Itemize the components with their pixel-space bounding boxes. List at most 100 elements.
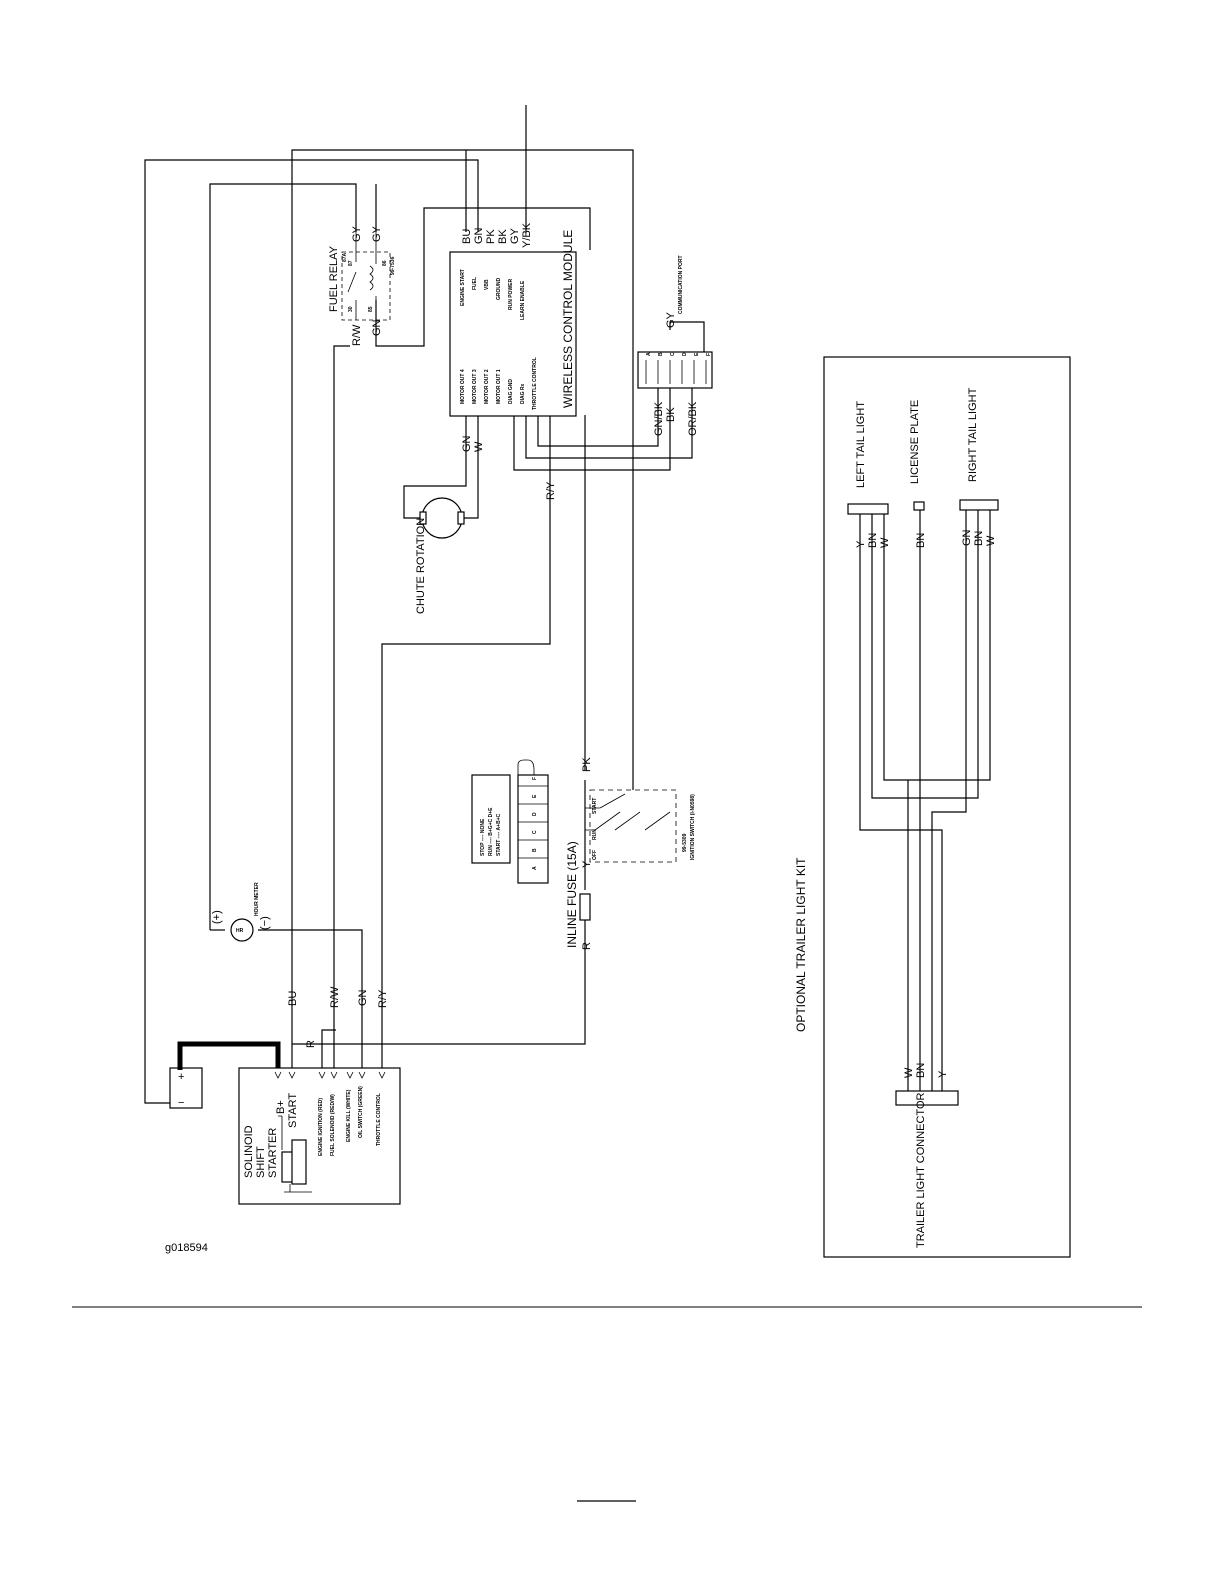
module-wire-gy: GY (509, 227, 521, 244)
module-pin-diag-rx: DIAG Rx (520, 384, 526, 405)
module-pin-diag-gnd: DIAG GND (508, 379, 514, 404)
engine-start: START (287, 1093, 299, 1128)
relay-wire-gn: GN (371, 319, 383, 336)
figure-id: g018594 (165, 1242, 208, 1254)
module-pin-motor-out-4: MOTOR OUT 4 (460, 369, 466, 404)
engine-terminal-throttle: THROTTLE CONTROL (376, 1093, 382, 1146)
terminal-arrow (318, 1071, 326, 1079)
engine-b-plus: B+ (275, 1100, 287, 1114)
engine-block: SOLINOID SHIFT STARTER B+ START ENGINE I… (238, 986, 401, 1205)
engine-terminal-oil: OIL SWITCH (GREEN) (358, 1086, 364, 1138)
fuse-wire-r: R (581, 942, 593, 950)
ignition-part-number: 99-5309 (682, 833, 688, 852)
module-wire-y-bk: Y/BK (521, 222, 533, 248)
fuse-label: INLINE FUSE (15A) (565, 841, 579, 948)
ignition-wire-pk: PK (581, 757, 593, 772)
engine-label-shift: SHIFT (255, 1146, 267, 1178)
terminal-arrow (346, 1071, 354, 1079)
module-wire-r-y: R/Y (545, 481, 557, 500)
engine-wire-gn: GN (357, 989, 369, 1006)
trailer-light-kit: OPTIONAL TRAILER LIGHT KIT LEFT TAIL LIG… (794, 356, 1071, 1258)
module-wire-gn-bottom: GN (461, 435, 473, 452)
relay-pin-30: 30 (348, 306, 354, 312)
module-pin-motor-out-2: MOTOR OUT 2 (484, 369, 490, 404)
left-wire-w: W (879, 537, 891, 548)
ignition-col-label: B (532, 848, 538, 852)
relay-wire-rw: R/W (351, 324, 363, 346)
inline-fuse: INLINE FUSE (15A) R (565, 841, 593, 950)
ignition-switch: STOP ---- NONE RUN ---- B+G+C D+E START … (471, 757, 696, 884)
hour-meter-label: HOUR METER (254, 882, 260, 916)
module-pin-throttle-control: THROTTLE CONTROL (532, 357, 538, 410)
module-wire-bu: BU (461, 229, 473, 244)
comm-port-pin: E (693, 352, 700, 384)
relay-pin-87: 87 (348, 260, 354, 266)
ignition-col-label: F (532, 777, 538, 780)
ignition-col-label: E (532, 794, 538, 798)
module-wire-w-bottom: W (473, 441, 485, 452)
fuel-relay-title: FUEL RELAY (328, 245, 340, 312)
comm-port-pin: C (669, 352, 676, 384)
relay-pin-85: 85 (368, 306, 374, 312)
ignition-col-label: D (532, 812, 538, 816)
engine-wire-rw: R/W (329, 986, 341, 1008)
module-pin-motor-out-1: MOTOR OUT 1 (496, 369, 502, 404)
engine-wire-r: R (305, 1040, 317, 1048)
comm-port-pin-label: C (670, 352, 676, 356)
engine-terminal-ignition: ENGINE IGNITION (RED) (318, 1098, 324, 1156)
comm-wire-gn-bk: GN/BK (653, 401, 665, 436)
comm-port-pin-label: B (658, 352, 664, 356)
hour-meter-minus: (−) (259, 916, 271, 930)
trailer-connector-label: TRAILER LIGHT CONNECTOR (915, 1092, 927, 1248)
chute-rotation-label: CHUTE ROTATION (415, 518, 427, 614)
left-wire-y: Y (855, 540, 867, 548)
right-wire-w: W (985, 535, 997, 546)
comm-port-pin: B (657, 352, 664, 384)
left-wire-bn: BN (867, 533, 879, 548)
wireless-control-module: WIRELESS CONTROL MODULE ENGINE START FUE… (449, 222, 577, 500)
right-tail-light-label: RIGHT TAIL LIGHT (967, 387, 979, 482)
battery-minus-label: − (178, 1097, 184, 1109)
module-pin-learn-enable: LEARN ENABLE (520, 280, 526, 320)
ignition-pos-start: START (592, 798, 598, 814)
ignition-row-run: RUN ---- B+G+C D+E (488, 807, 494, 856)
engine-terminal-kill: ENGINE KILL (WHITE) (346, 1089, 352, 1142)
terminal-arrow (274, 1071, 282, 1079)
left-tail-light-label: LEFT TAIL LIGHT (855, 401, 867, 488)
terminal-arrow (378, 1071, 386, 1079)
connector-wire-w: W (903, 1067, 915, 1078)
chute-rotation-motor: CHUTE ROTATION (415, 497, 465, 614)
ignition-row-start: START ---- A+B+C (496, 813, 502, 856)
comm-port-pin-label: D (682, 352, 688, 356)
comm-port-pin-label: A (646, 352, 652, 356)
ignition-pos-run: RUN (592, 829, 598, 840)
relay-wire-gy-1: GY (351, 225, 363, 242)
ignition-col-label: C (532, 830, 538, 834)
terminal-arrow (288, 1071, 296, 1079)
hour-meter-plus: (+) (211, 910, 223, 924)
trailer-kit-title: OPTIONAL TRAILER LIGHT KIT (794, 857, 808, 1032)
module-wire-pk: PK (485, 229, 497, 244)
plate-wire-bn: BN (915, 533, 927, 548)
engine-label-solinoid: SOLINOID (243, 1125, 255, 1178)
comm-port-pin: F (705, 353, 712, 384)
relay-wire-gy-2: GY (371, 225, 383, 242)
comm-port-pin: D (681, 352, 688, 384)
relay-pin-87a: 87A (342, 252, 348, 262)
license-plate-label: LICENSE PLATE (909, 400, 921, 484)
comm-wire-gy: GY (665, 311, 677, 328)
comm-wire-or-bk: OR/BK (687, 401, 699, 436)
right-wire-gn: GN (961, 529, 973, 546)
hour-meter-symbol: HR (236, 928, 244, 934)
ignition-pos-off: OFF (592, 850, 598, 860)
module-pin-motor-out-3: MOTOR OUT 3 (472, 369, 478, 404)
relay-pin-86: 86 (382, 260, 388, 266)
right-wire-bn: BN (973, 531, 985, 546)
terminal-arrow (358, 1071, 366, 1079)
module-pin-ground: GROUND (496, 277, 502, 300)
battery-cable (177, 1041, 281, 1070)
ignition-label: IGNITION SWITCH (I-N0598) (690, 794, 696, 860)
comm-port-title: COMMUNICATION PORT (678, 255, 684, 314)
relay-part-number: 99-7536 (390, 256, 396, 275)
